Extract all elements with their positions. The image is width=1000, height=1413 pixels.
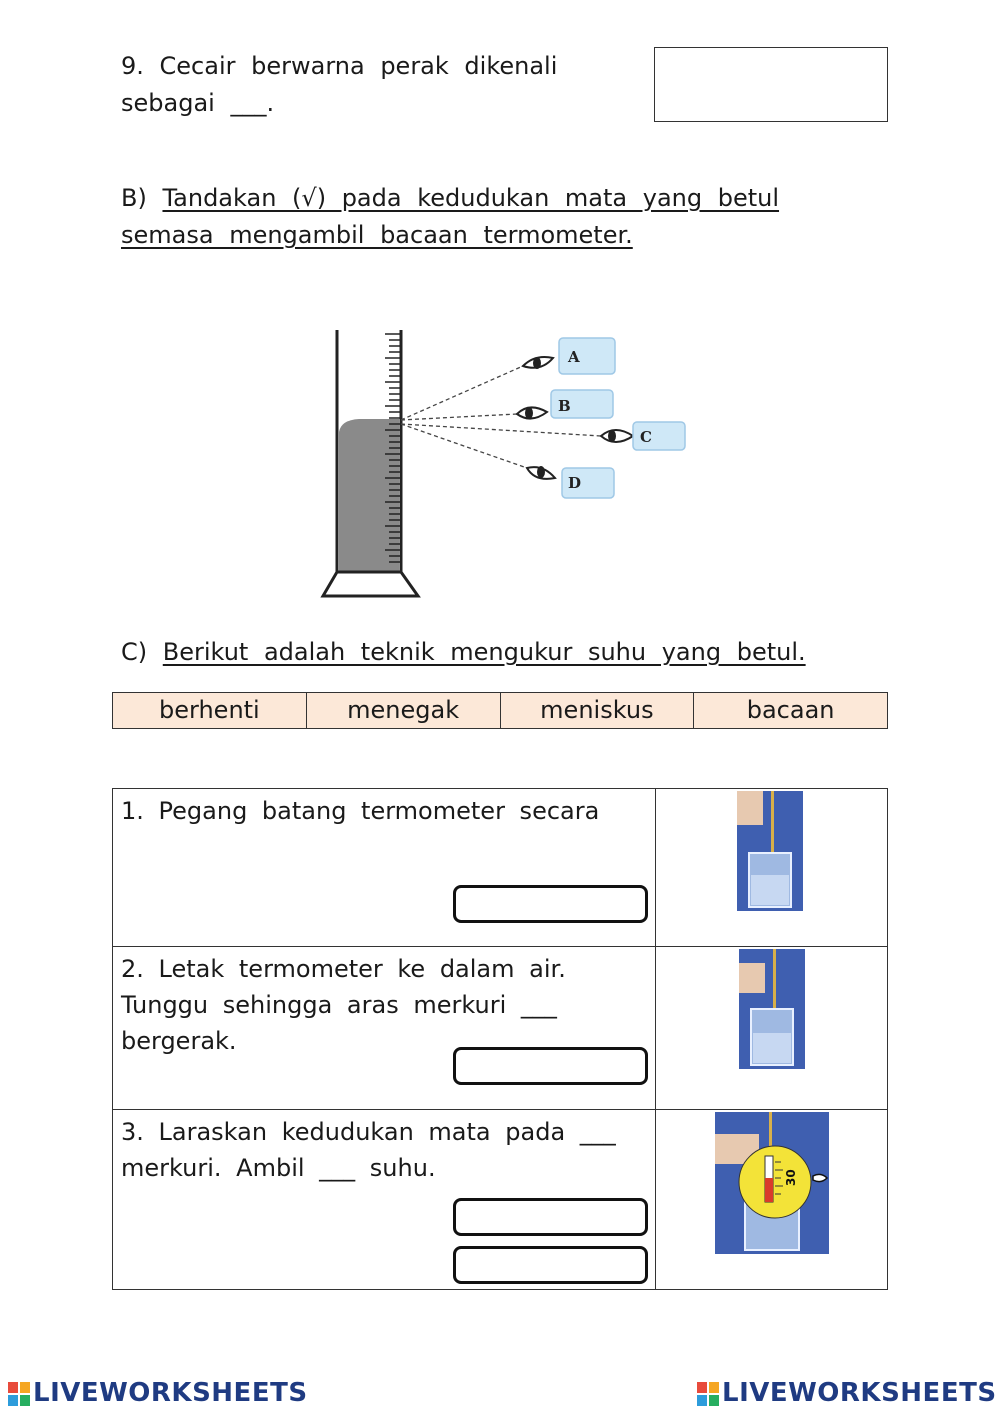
question-9: 9. Cecair berwarna perak dikenali sebaga… bbox=[121, 48, 581, 122]
steps-table: 1. Pegang batang termometer secara 2. Le… bbox=[112, 788, 888, 1290]
eye-icon bbox=[599, 429, 635, 443]
liveworksheets-logo-icon bbox=[8, 1381, 30, 1406]
thermometer-photo bbox=[737, 791, 803, 911]
zoom-reading-label: 30 bbox=[784, 1169, 798, 1186]
section-b-instruction: B) Tandakan (√) pada kedudukan mata yang… bbox=[121, 180, 801, 254]
step-2-answer-input[interactable] bbox=[453, 1047, 648, 1085]
table-row: 2. Letak termometer ke dalam air. Tunggu… bbox=[113, 947, 887, 1110]
section-b-label: B) bbox=[121, 184, 147, 212]
table-row: 3. Laraskan kedudukan mata pada ___ merk… bbox=[113, 1110, 887, 1290]
step-3-answer-input-2[interactable] bbox=[453, 1246, 648, 1284]
question-9-line-1: 9. Cecair berwarna perak dikenali bbox=[121, 52, 558, 80]
section-c-title: C) Berikut adalah teknik mengukur suhu y… bbox=[121, 634, 841, 671]
section-c-label: C) bbox=[121, 638, 148, 666]
option-label-a: A bbox=[567, 348, 580, 366]
table-row: 1. Pegang batang termometer secara bbox=[113, 789, 887, 947]
thermometer-reading-photo: 30 bbox=[715, 1112, 829, 1254]
question-9-answer-box[interactable] bbox=[654, 47, 888, 122]
step-3-answer-input-1[interactable] bbox=[453, 1198, 648, 1236]
step-1-answer-input[interactable] bbox=[453, 885, 648, 923]
step-2-text: 2. Letak termometer ke dalam air. Tunggu… bbox=[121, 955, 566, 1055]
section-c-title-text: Berikut adalah teknik mengukur suhu yang… bbox=[162, 638, 806, 666]
question-9-line-2: sebagai ___. bbox=[121, 89, 275, 117]
option-label-d: D bbox=[568, 474, 581, 492]
brand-text: LIVEWORKSHEETS bbox=[722, 1378, 997, 1408]
word-bank-item[interactable]: bacaan bbox=[746, 696, 835, 724]
brand-text: LIVEWORKSHEETS bbox=[33, 1378, 308, 1408]
option-label-b: B bbox=[558, 397, 571, 415]
word-bank-item[interactable]: berhenti bbox=[113, 693, 307, 728]
step-3-text: 3. Laraskan kedudukan mata pada ___ merk… bbox=[121, 1118, 616, 1182]
step-1-text: 1. Pegang batang termometer secara bbox=[121, 797, 600, 825]
word-bank: berhenti menegak meniskus bacaan bbox=[112, 692, 888, 729]
section-b-line-1: Tandakan (√) pada kedudukan mata yang be… bbox=[162, 184, 780, 212]
liveworksheets-logo-left: LIVEWORKSHEETS bbox=[8, 1378, 308, 1408]
liveworksheets-logo-right: LIVEWORKSHEETS bbox=[697, 1378, 997, 1408]
word-bank-item[interactable]: menegak bbox=[307, 693, 501, 728]
liveworksheets-logo-icon bbox=[697, 1381, 719, 1406]
thermometer-photo bbox=[739, 949, 805, 1069]
measuring-cylinder-diagram: A B C D bbox=[320, 330, 686, 598]
option-label-c: C bbox=[640, 428, 652, 446]
word-bank-item[interactable]: meniskus bbox=[501, 693, 695, 728]
section-b-line-2: semasa mengambil bacaan termometer. bbox=[121, 221, 633, 249]
